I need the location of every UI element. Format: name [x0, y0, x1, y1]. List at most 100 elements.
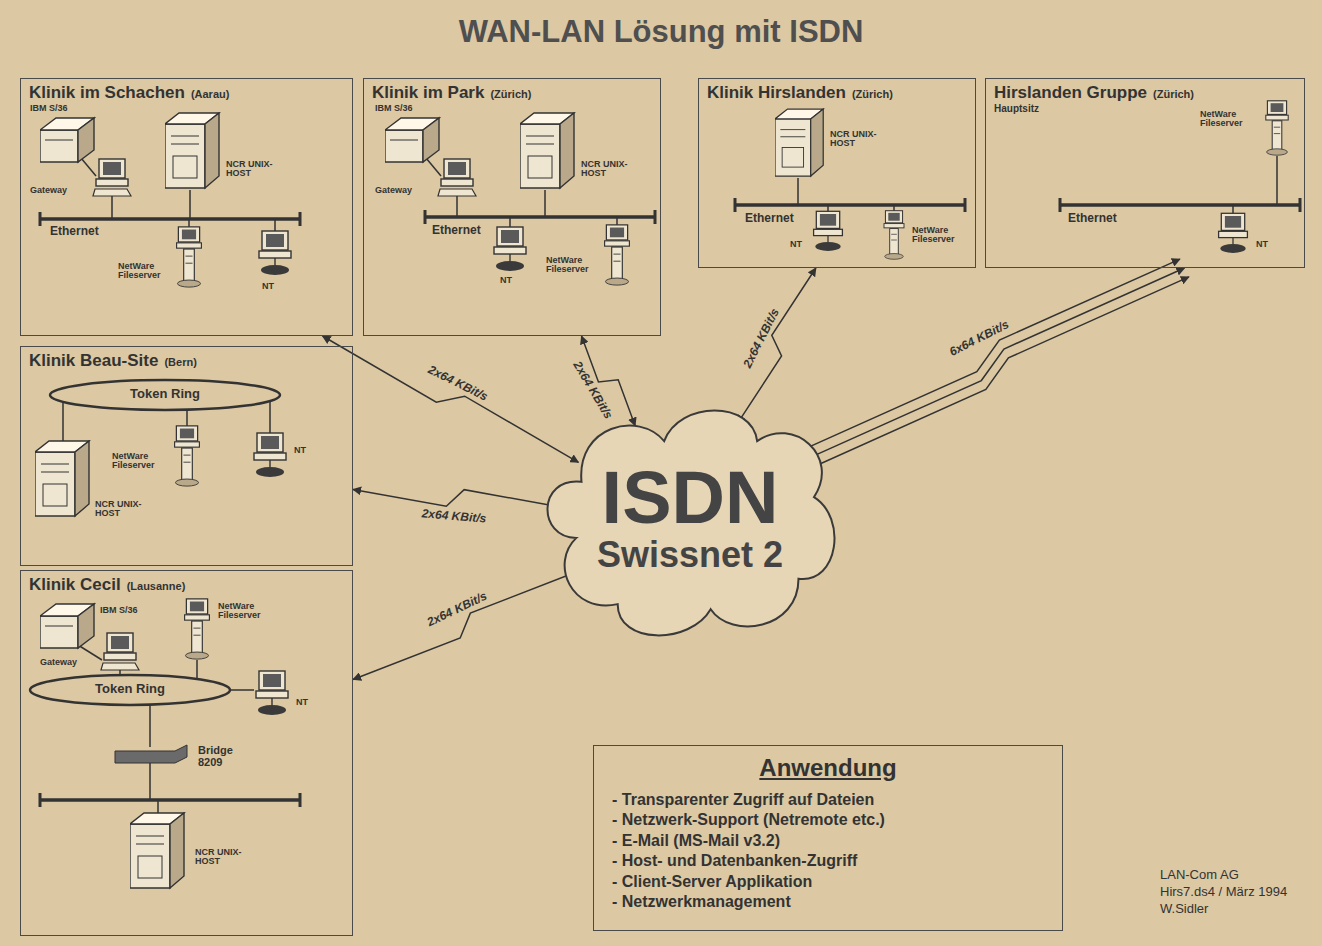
- site-box: Klinik im Park (Zürich): [363, 78, 661, 336]
- device-label: Gateway: [30, 186, 85, 195]
- device-label: NT: [500, 276, 530, 285]
- network-label: Ethernet: [432, 224, 502, 237]
- bandwidth-label: 2x64 KBit/s: [424, 361, 494, 405]
- application-item: - Netzwerkmanagement: [612, 892, 1044, 912]
- device-label: IBM S/36: [30, 104, 90, 113]
- device-label: W.Sidler: [1160, 902, 1318, 916]
- site-name: Hirslanden Gruppe: [994, 83, 1147, 102]
- unix-host-symbol: [775, 109, 823, 176]
- site-city: (Zürich): [852, 88, 893, 100]
- fileserver-symbol: [884, 211, 904, 260]
- device-label: NT: [790, 240, 810, 249]
- link-line: [353, 489, 558, 506]
- gateway-pc-symbol: [93, 159, 131, 196]
- device-label: NetWare Fileserver: [118, 262, 170, 281]
- nt-workstation-symbol: [259, 231, 291, 275]
- network-label: Ethernet: [1068, 212, 1138, 225]
- link-line: [353, 572, 578, 680]
- ibm-s36-symbol: [40, 118, 94, 162]
- network-label: Ethernet: [50, 225, 120, 238]
- gateway-pc-symbol: [101, 633, 139, 670]
- site-name: Klinik im Schachen: [29, 83, 185, 102]
- site-city: (Zürich): [1153, 88, 1194, 100]
- gateway-pc-symbol: [438, 159, 476, 196]
- device-label: IBM S/36: [375, 104, 435, 113]
- site-city: (Bern): [164, 356, 196, 368]
- site-city: (Aarau): [191, 88, 230, 100]
- device-label: Hirs7.ds4 / März 1994: [1160, 885, 1318, 899]
- device-label: NT: [296, 698, 326, 707]
- fileserver-symbol: [1266, 101, 1288, 155]
- device-label: NCR UNIX-HOST: [830, 130, 890, 149]
- application-item: - Client-Server Applikation: [612, 872, 1044, 892]
- link-line: [796, 259, 1180, 453]
- unix-host-symbol: [520, 113, 574, 188]
- ibm-s36-symbol: [40, 604, 94, 648]
- device-label: LAN-Com AG: [1160, 868, 1318, 882]
- site-name: Klinik Hirslanden: [707, 83, 846, 102]
- fileserver-symbol: [185, 599, 210, 659]
- device-label: NCR UNIX-HOST: [581, 160, 641, 179]
- site-name: Klinik Beau-Site: [29, 351, 158, 370]
- unix-host-symbol: [35, 441, 89, 516]
- network-wires: [30, 152, 1300, 814]
- nt-workstation-symbol: [256, 671, 288, 715]
- nt-workstation-symbol: [494, 227, 526, 271]
- isdn-link: [323, 336, 579, 462]
- bridge-symbol: [115, 745, 187, 763]
- site-box: Klinik Beau-Site (Bern): [20, 346, 353, 566]
- ibm-s36-symbol: [385, 118, 439, 162]
- unix-host-symbol: [130, 813, 184, 888]
- device-label: NCR UNIX-HOST: [195, 848, 265, 867]
- fileserver-symbol: [177, 227, 202, 287]
- site-subtitle: Hauptsitz: [994, 103, 1296, 114]
- isdn-link: [353, 572, 578, 680]
- application-heading: Anwendung: [612, 754, 1044, 782]
- nt-workstation-symbol: [254, 433, 286, 477]
- cloud-title: ISDN: [602, 461, 779, 535]
- nt-workstation-symbol: [1219, 213, 1248, 253]
- application-item: - E-Mail (MS-Mail v3.2): [612, 831, 1044, 851]
- site-name: Klinik im Park: [372, 83, 484, 102]
- link-line: [805, 277, 1189, 471]
- device-label: Gateway: [375, 186, 430, 195]
- bandwidth-label: 2x64 KBit/s: [738, 303, 782, 372]
- isdn-link: [796, 259, 1189, 470]
- device-label: NCR UNIX-HOST: [226, 160, 286, 179]
- application-item: - Transparenter Zugriff auf Dateien: [612, 790, 1044, 810]
- site-name: Klinik Cecil: [29, 575, 121, 594]
- device-label: Gateway: [40, 658, 95, 667]
- network-cloud: ISDNSwissnet 2: [535, 385, 845, 650]
- link-line: [801, 268, 1185, 462]
- fileserver-symbol: [175, 426, 200, 486]
- link-line: [323, 336, 579, 462]
- isdn-link: [353, 489, 558, 506]
- device-label: NetWare Fileserver: [912, 226, 967, 245]
- cloud-subtitle: Swissnet 2: [597, 535, 783, 575]
- bandwidth-label: 2x64 KBit/s: [418, 506, 490, 526]
- device-label: NCR UNIX-HOST: [95, 500, 165, 519]
- device-label: NetWare Fileserver: [218, 602, 273, 621]
- network-label: Ethernet: [745, 212, 815, 225]
- unix-host-symbol: [165, 113, 219, 188]
- nt-workstation-symbol: [814, 211, 843, 251]
- application-item: - Netzwerk-Support (Netremote etc.): [612, 810, 1044, 830]
- network-label: Token Ring: [85, 682, 175, 696]
- site-box: Klinik im Schachen (Aarau): [20, 78, 353, 336]
- network-label: Bridge 8209: [198, 745, 253, 768]
- application-box: Anwendung - Transparenter Zugriff auf Dat…: [593, 745, 1063, 931]
- site-city: (Zürich): [490, 88, 531, 100]
- device-label: IBM S/36: [100, 606, 160, 615]
- site-city: (Lausanne): [127, 580, 186, 592]
- device-label: NT: [262, 282, 292, 291]
- site-box: Klinik Cecil (Lausanne): [20, 570, 353, 936]
- device-label: NT: [1256, 240, 1286, 249]
- application-item: - Host- und Datenbanken-Zugriff: [612, 851, 1044, 871]
- isdn-link: [737, 268, 815, 423]
- link-line: [737, 268, 815, 423]
- device-label: NetWare Fileserver: [546, 256, 598, 275]
- device-label: NT: [294, 446, 324, 455]
- device-symbols: [35, 101, 1288, 888]
- diagram-title: WAN-LAN Lösung mit ISDN: [0, 14, 1322, 50]
- device-label: NetWare Fileserver: [112, 452, 167, 471]
